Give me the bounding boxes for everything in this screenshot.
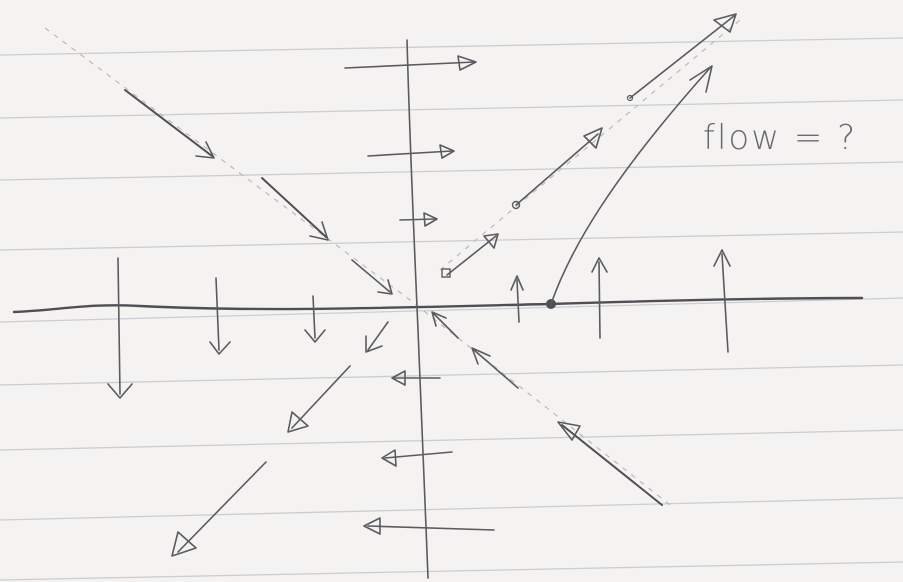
arrow-up-left <box>557 421 663 506</box>
arrow-up-left <box>471 347 519 389</box>
arrow-down-right <box>351 259 393 295</box>
ruled-line <box>0 37 903 56</box>
arrowhead <box>689 65 713 93</box>
arrow-right <box>367 144 455 159</box>
arrow-down-right <box>124 89 215 159</box>
flow-annotation: flow = ? <box>703 118 858 158</box>
arrow-up-right <box>441 233 499 278</box>
trajectory-curve <box>550 67 711 305</box>
arrow-down <box>304 295 326 343</box>
horizontal-axis <box>12 296 864 314</box>
ruled-line <box>0 231 903 251</box>
arrow-down-left <box>171 461 267 557</box>
ruled-line <box>0 364 903 386</box>
ruled-line <box>0 297 903 323</box>
arrow-down-right <box>261 177 329 241</box>
arrow-down-left <box>365 321 389 353</box>
diagonal-guide <box>439 19 741 271</box>
ruled-lines <box>0 37 903 581</box>
ruled-line <box>0 161 903 181</box>
arrow-up <box>510 275 524 323</box>
ruled-line <box>0 99 903 119</box>
arrow-up <box>713 249 731 353</box>
ruled-line <box>0 497 903 521</box>
ruled-line <box>0 561 903 581</box>
arrow-right <box>344 55 477 71</box>
vertical-axis <box>406 39 429 579</box>
arrow-left <box>363 517 495 535</box>
arrow-down <box>209 277 231 355</box>
arrow-up-right <box>626 13 737 102</box>
diagonal-guide <box>44 27 671 506</box>
arrow-left <box>391 370 441 386</box>
arrow-up-left <box>431 311 459 339</box>
arrow-left <box>381 449 453 467</box>
arrow-up <box>591 257 608 339</box>
arrow-right <box>399 212 438 227</box>
arrow-down-left <box>287 365 351 433</box>
arrow-down <box>107 257 133 399</box>
arrow-up-right <box>511 127 603 210</box>
ruled-line <box>0 429 903 451</box>
